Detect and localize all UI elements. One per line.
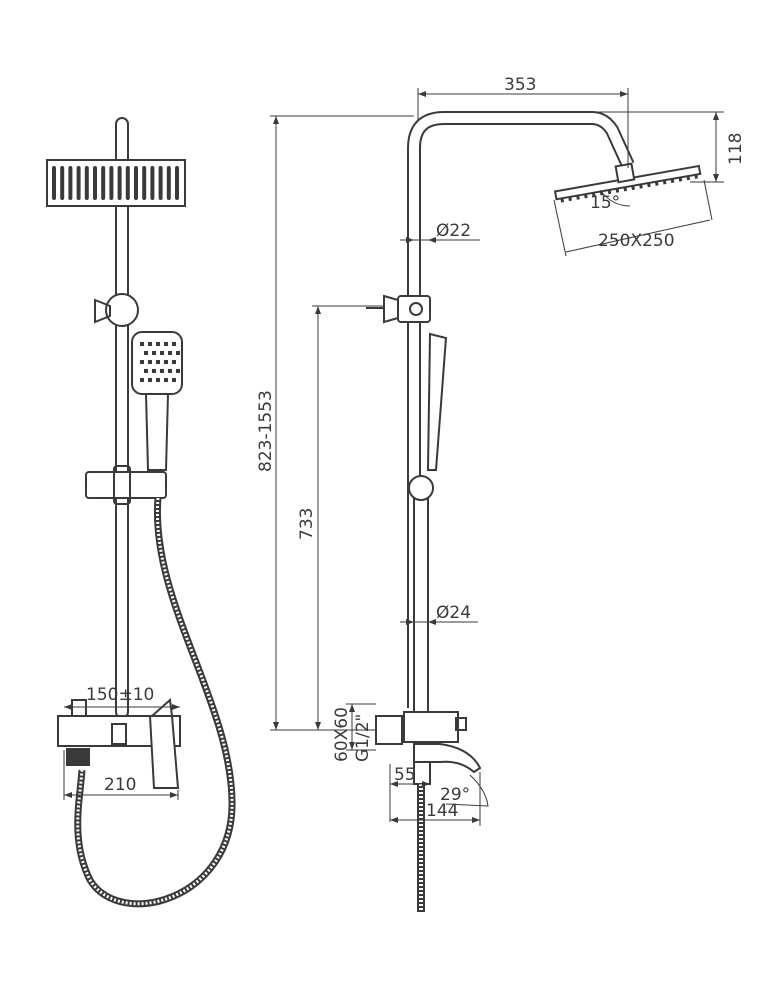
nozzle-dot: [168, 369, 172, 373]
front-slide-holder: [85, 471, 167, 499]
grille-slot: [117, 166, 122, 200]
head-nozzle: [678, 177, 683, 182]
nozzle-dot: [140, 342, 144, 346]
dim-mixer-width: 210: [104, 775, 136, 795]
head-nozzle: [686, 175, 691, 181]
head-nozzle: [662, 179, 667, 185]
head-nozzle: [607, 189, 612, 195]
head-nozzle: [694, 174, 698, 179]
front-hand-shower-dots: [140, 342, 180, 382]
head-nozzle: [639, 184, 643, 189]
dim-arm-diameter: Ø22: [436, 221, 471, 241]
side-mixer-body: [403, 711, 459, 743]
grille-slot: [166, 166, 171, 200]
side-rain-head: [553, 162, 702, 201]
nozzle-dot: [152, 369, 156, 373]
grille-slot: [76, 166, 81, 200]
grille-slot: [175, 166, 179, 200]
dim-spout-angle: 29°: [440, 785, 470, 805]
head-nozzle: [670, 178, 675, 184]
dim-thread: G1/2": [353, 714, 373, 762]
dim-outlet-offset: 55: [394, 765, 416, 785]
head-nozzle: [599, 191, 604, 196]
grille-slot: [134, 166, 138, 200]
grille-slot: [60, 166, 65, 200]
grille-slot: [52, 166, 56, 200]
front-diverter-knob: [105, 293, 139, 327]
grille-slot: [125, 166, 130, 200]
side-hand-shower: [426, 332, 448, 471]
nozzle-dot: [172, 342, 176, 346]
nozzle-dot: [148, 360, 152, 364]
side-view: 353 118 15° 250X250 Ø22 Ø24 823-1553: [256, 75, 746, 912]
nozzle-dot: [156, 360, 160, 364]
nozzle-dot: [148, 342, 152, 346]
nozzle-dot: [156, 342, 160, 346]
side-lower-riser: [413, 479, 429, 721]
grille-slot: [93, 166, 97, 200]
head-nozzle: [631, 185, 635, 190]
grille-slot: [158, 166, 163, 200]
nozzle-dot: [172, 378, 176, 382]
front-hose-outlet: [66, 748, 90, 766]
front-hand-shower-handle: [144, 393, 170, 471]
nozzle-dot: [164, 378, 168, 382]
nozzle-dot: [144, 351, 148, 355]
head-nozzle: [647, 182, 651, 188]
head-nozzle: [584, 193, 588, 199]
nozzle-dot: [168, 351, 172, 355]
grille-slot: [109, 166, 114, 200]
dim-arm-length: 353: [504, 75, 536, 95]
nozzle-dot: [172, 360, 176, 364]
grille-slot: [68, 166, 73, 200]
head-nozzle: [568, 196, 572, 202]
nozzle-dot: [148, 378, 152, 382]
head-nozzle: [623, 186, 628, 192]
front-riser-rod: [115, 117, 129, 719]
nozzle-dot: [164, 360, 168, 364]
head-nozzle: [576, 195, 580, 200]
dim-diverter-height: 733: [297, 508, 317, 540]
nozzle-dot: [144, 369, 148, 373]
head-nozzle: [560, 198, 565, 203]
head-nozzle: [654, 181, 659, 186]
dim-flange-size: 60X60: [332, 707, 352, 762]
dim-arm-drop: 118: [726, 133, 746, 165]
dim-head-size: 250X250: [598, 231, 675, 251]
side-holder-knob: [408, 475, 434, 501]
nozzle-dot: [152, 351, 156, 355]
dim-head-angle: 15°: [590, 193, 620, 213]
dim-height-range: 823-1553: [256, 390, 276, 472]
nozzle-dot: [156, 378, 160, 382]
front-mixer-lever: [148, 715, 180, 789]
nozzle-dot: [140, 378, 144, 382]
nozzle-dot: [164, 342, 168, 346]
front-rain-head-grille: [52, 166, 179, 200]
head-nozzle: [615, 188, 620, 193]
head-nozzle: [591, 192, 596, 197]
nozzle-dot: [140, 360, 144, 364]
dim-spout-reach: 144: [426, 801, 458, 821]
nozzle-dot: [176, 351, 180, 355]
dim-center-distance: 150±10: [86, 685, 154, 705]
nozzle-dot: [176, 369, 180, 373]
grille-slot: [150, 166, 155, 200]
dim-riser-diameter: Ø24: [436, 603, 471, 623]
side-spout: [413, 743, 482, 774]
nozzle-dot: [160, 369, 164, 373]
grille-slot: [142, 166, 147, 200]
front-view: 150±10 210: [46, 117, 236, 908]
grille-slot: [101, 166, 106, 200]
nozzle-dot: [160, 351, 164, 355]
front-rain-head: [46, 159, 186, 207]
grille-slot: [84, 166, 89, 200]
